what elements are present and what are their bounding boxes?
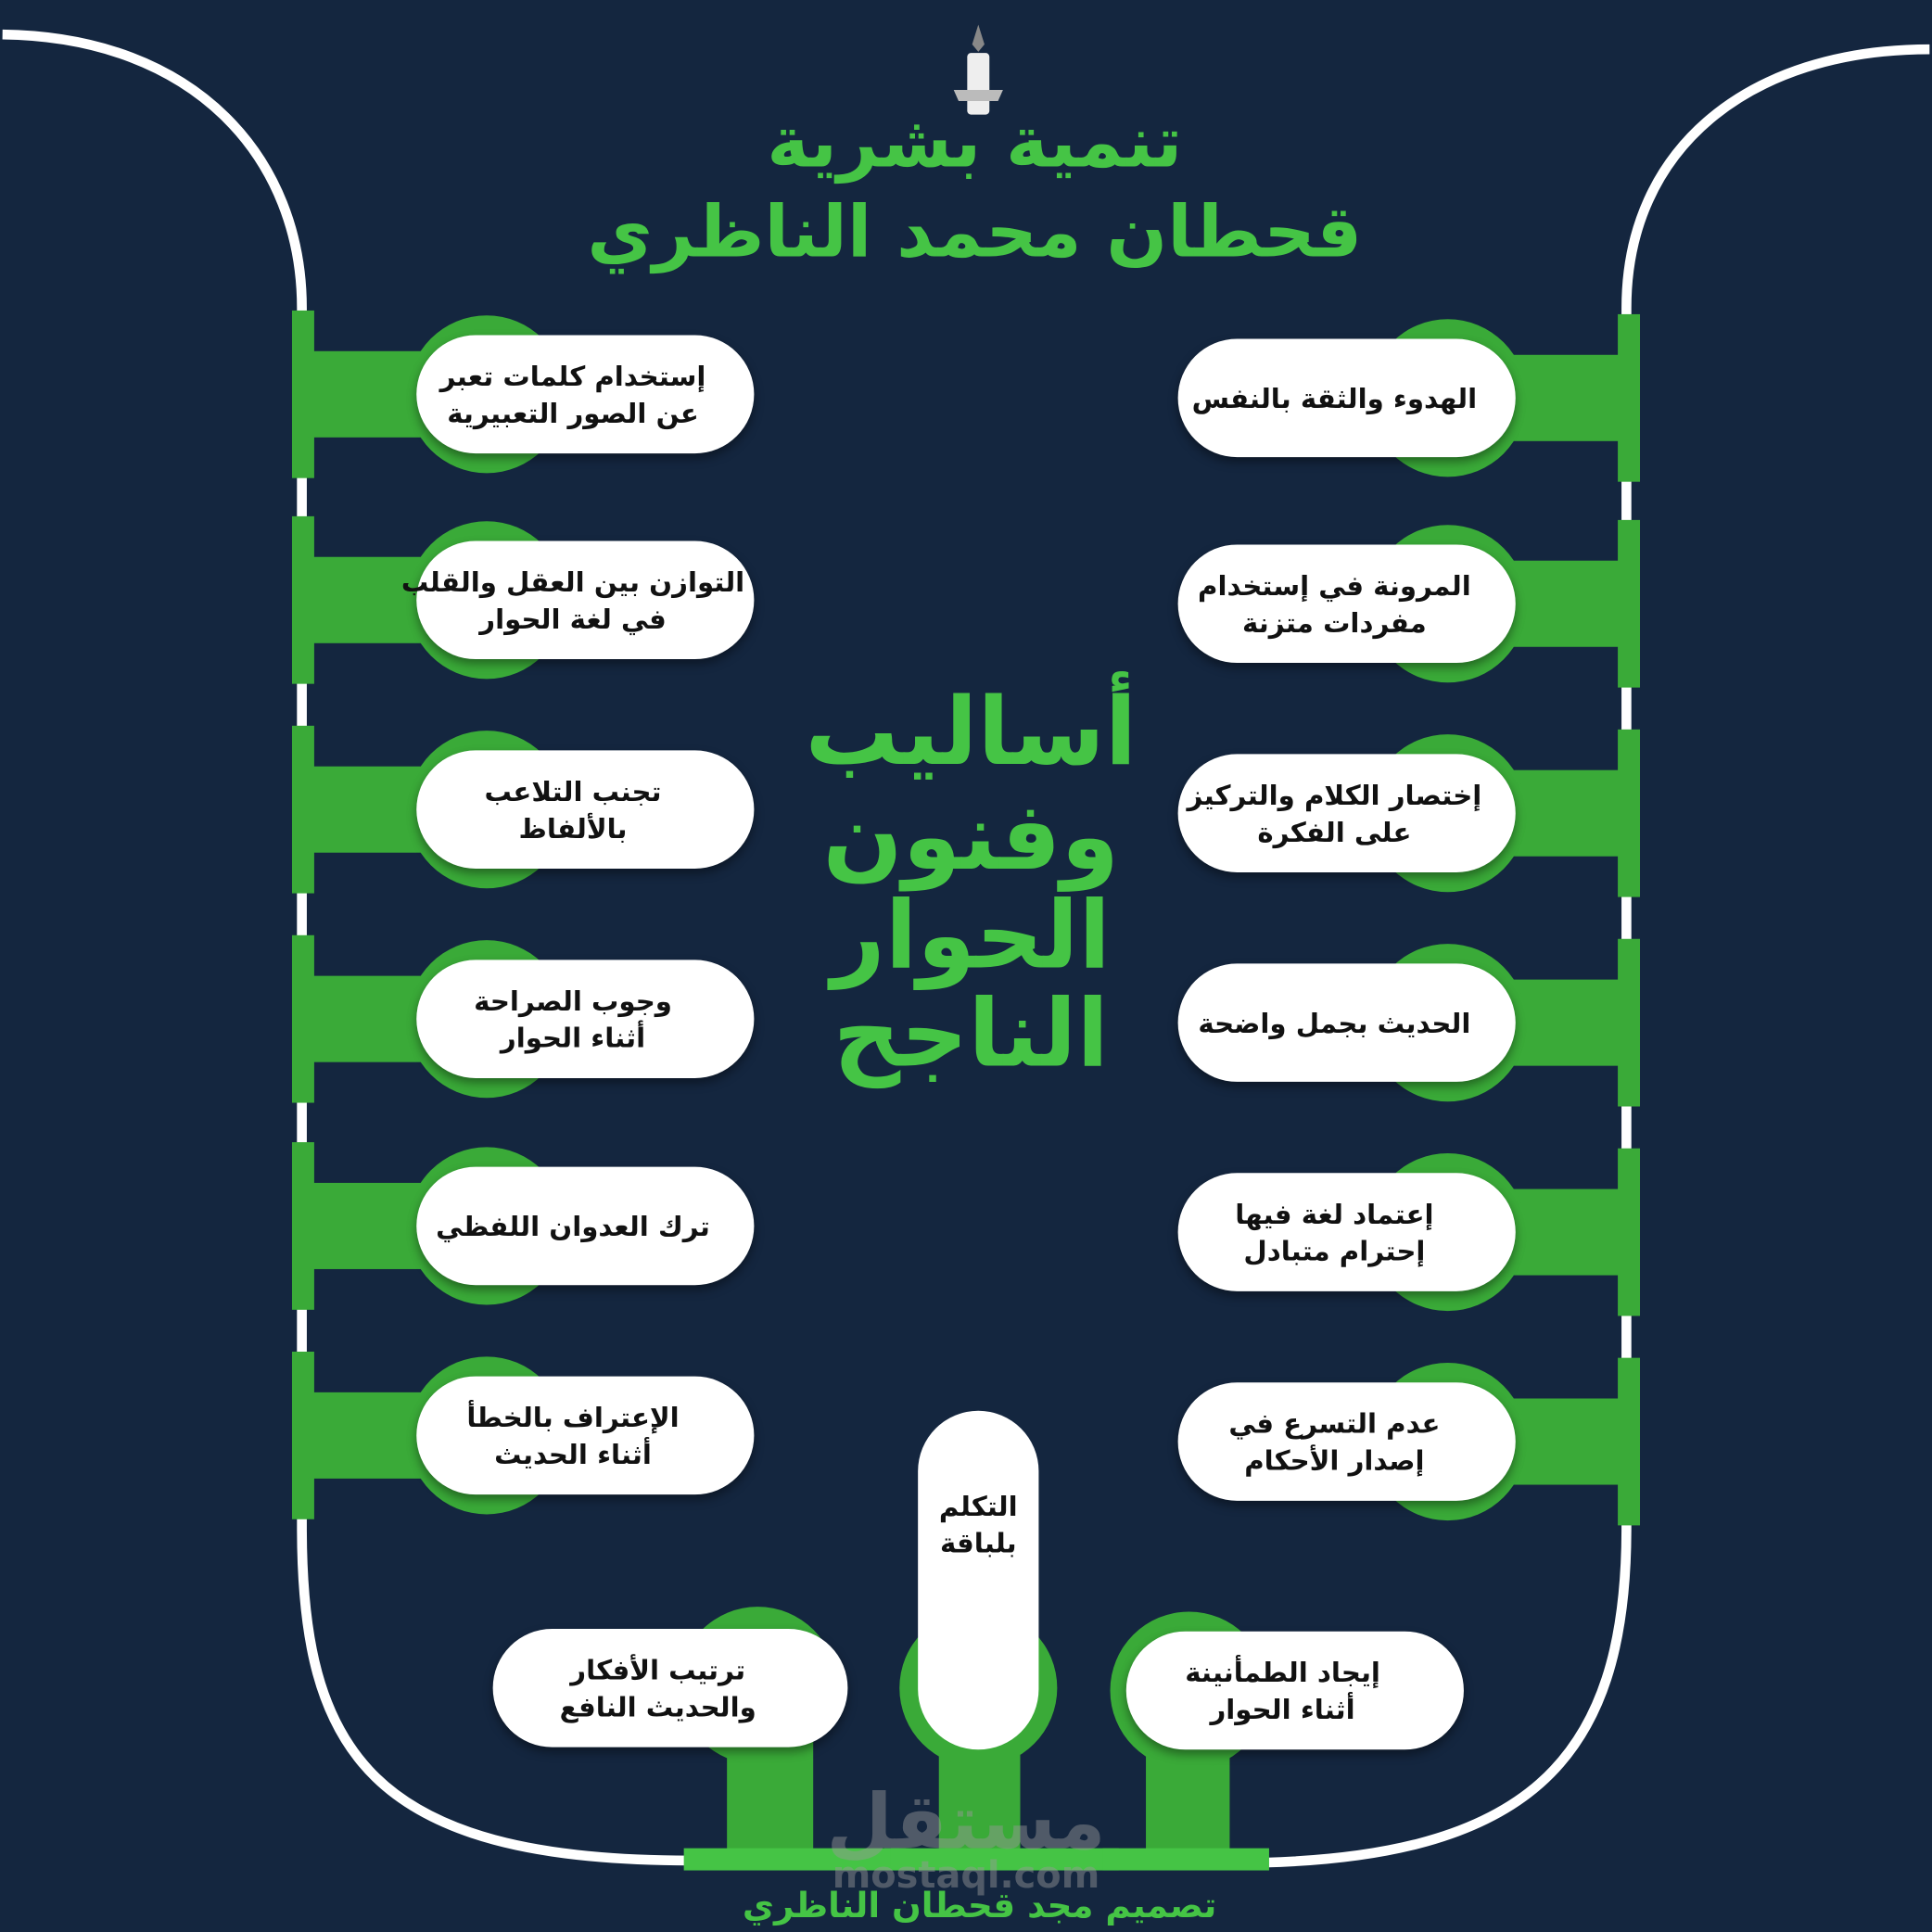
list-item: الحديث بجمل واضحة [1177,944,1527,1102]
header-title: تنمية بشرية [767,100,1182,184]
card-text: التكلم [939,1491,1018,1522]
list-item: التوازن بين العقل والقلب في لغة الحوار [401,521,755,680]
card-text: تجنب التلاعب [484,776,661,807]
footer-credit: تصميم مجد قحطان الناظري [743,1885,1216,1926]
list-item: الهدوء والثقة بالنفس [1177,319,1527,477]
left-items: إستخدام كلمات تعبر عن الصور التعبيرية التو… [291,310,755,1519]
card-pill [918,1410,1039,1750]
card-pill [1177,1173,1516,1291]
list-item: وجوب الصراحة أثناء الحوار [407,940,755,1099]
center-title-line: الناجح [833,979,1109,1089]
list-item: التكلم بلباقة [899,1410,1058,1767]
list-item: إختصار الكلام والتركيز على الفكرة [1177,734,1527,893]
card-text: عدم التسرع في [1228,1408,1440,1441]
card-text: أثناء الحوار [499,1021,645,1054]
center-title-line: وفنون [822,782,1119,892]
card-text: إعتماد لغة فيها [1235,1199,1433,1231]
card-text: الحديث بجمل واضحة [1198,1008,1470,1039]
bottom-items: ترتيب الأفكار والحديث النافع التكلم بلباقة إ… [492,1410,1464,1871]
card-text: أثناء الحديث [494,1437,652,1470]
card-text: والحديث النافع [560,1691,756,1722]
card-pill [1177,754,1516,872]
card-text: على الفكرة [1257,817,1411,848]
card-text: عن الصور التعبيرية [447,398,699,429]
card-text: إختصار الكلام والتركيز [1185,780,1481,812]
card-pill [1177,544,1516,664]
card-pill [416,1376,755,1495]
center-title-line: الحوار [827,880,1111,990]
watermark: مستقل mostaql.com [826,1779,1105,1898]
watermark-arabic: مستقل [826,1779,1105,1867]
card-pill [416,960,755,1078]
stand-base [1102,1848,1269,1871]
card-text: أثناء الحوار [1208,1692,1354,1725]
list-item: إعتماد لغة فيها إحترام متبادل [1177,1153,1527,1312]
center-title-line: أساليب [805,670,1137,786]
card-text: إصدار الأحكام [1244,1444,1424,1478]
card-pill [492,1629,848,1748]
card-text: بالألفاظ [519,812,628,845]
card-pill [416,335,755,454]
card-pill [416,540,755,660]
card-pill [1177,1382,1516,1501]
card-pill [1177,338,1516,458]
card-text: الإعتراف بالخطأ [466,1400,679,1433]
list-item: الإعتراف بالخطأ أثناء الحديث [407,1356,755,1515]
candle-icon [953,24,1003,115]
list-item: المرونة في إستخدام مفردات متزنة [1177,525,1527,683]
list-item: تجنب التلاعب بالألفاظ [407,731,755,889]
list-item: إستخدام كلمات تعبر عن الصور التعبيرية [407,315,755,474]
card-text: الهدوء والثقة بالنفس [1192,383,1478,414]
list-item: ترك العدوان اللفظي [407,1147,755,1305]
card-text: مفردات متزنة [1242,607,1427,639]
header-subtitle: قحطان محمد الناظري [587,190,1362,273]
card-pill [1125,1631,1464,1750]
watermark-url: mostaql.com [833,1854,1099,1897]
card-text: بلباقة [940,1528,1017,1559]
card-pill [416,1166,755,1286]
card-pill [416,750,755,870]
card-pill [1177,963,1516,1082]
card-text: وجوب الصراحة [474,985,672,1017]
card-text: المرونة في إستخدام [1198,570,1471,603]
card-text: في لغة الحوار [477,604,666,636]
stand-base [890,1848,1119,1871]
card-text: التوازن بين العقل والقلب [401,566,744,598]
card-text: إستخدام كلمات تعبر [439,361,706,393]
right-items: الهدوء والثقة بالنفس المرونة في إستخدام مف… [1177,313,1641,1526]
card-text: إيجاد الطمأنينة [1185,1655,1380,1689]
stand-base [683,1848,912,1871]
list-item: ترتيب الأفكار والحديث النافع [492,1607,848,1765]
card-text: ترتيب الأفكار [568,1654,745,1686]
card-text: إحترام متبادل [1243,1236,1425,1268]
card-text: ترك العدوان اللفظي [436,1211,710,1243]
